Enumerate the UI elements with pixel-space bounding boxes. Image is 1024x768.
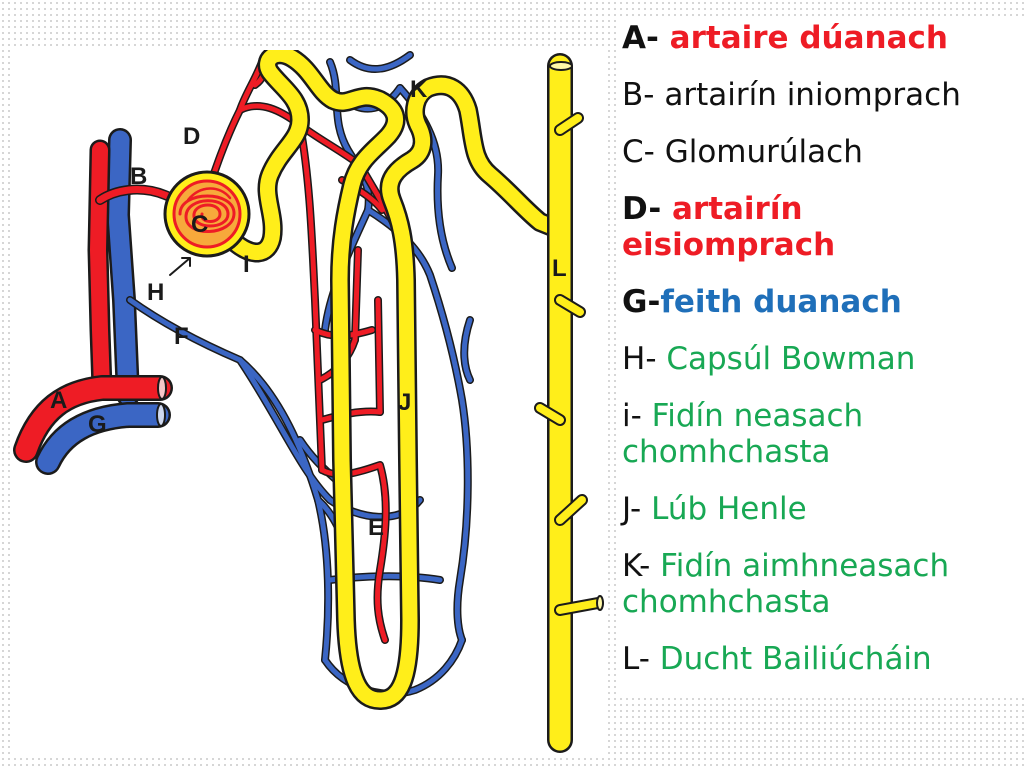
nephron-diagram-panel: A B C D E F G H I J K L xyxy=(10,50,608,755)
legend-letter: B xyxy=(622,77,644,113)
legend-text: Lúb Henle xyxy=(651,491,807,527)
renal-vein xyxy=(35,128,171,475)
label-i: I xyxy=(243,251,250,278)
glomerulus xyxy=(163,170,251,258)
legend-letter: i xyxy=(622,398,631,434)
legend-separator: - xyxy=(630,398,652,434)
legend-letter: K xyxy=(622,548,640,584)
legend-entry-a: A- artaire dúanach xyxy=(622,20,1022,56)
label-f: F xyxy=(174,323,189,350)
legend-entry-j: J- Lúb Henle xyxy=(622,491,1022,527)
collecting-duct xyxy=(534,53,604,753)
legend-entry-d: D- artairín eisiomprach xyxy=(622,191,1022,263)
bowman-capsule-arrow xyxy=(169,257,191,276)
legend-text: Glomurúlach xyxy=(664,134,863,170)
legend-letter: C xyxy=(622,134,644,170)
legend-entry-b: B- artairín iniomprach xyxy=(622,77,1022,113)
legend-entry-l: L- Ducht Bailiúcháin xyxy=(622,641,1022,677)
legend-separator: - xyxy=(630,491,652,527)
legend-separator: - xyxy=(646,20,670,56)
label-k: K xyxy=(410,76,428,103)
label-d: D xyxy=(183,123,200,150)
legend-letter: L xyxy=(622,641,639,677)
label-l: L xyxy=(552,255,567,282)
label-h: H xyxy=(147,279,164,306)
legend-separator: - xyxy=(639,548,661,584)
label-e: E xyxy=(368,514,384,541)
legend-separator: - xyxy=(638,641,660,677)
legend-letter: J xyxy=(622,491,631,527)
label-j: J xyxy=(398,389,411,416)
legend-letter: G xyxy=(622,284,648,320)
legend-separator: - xyxy=(647,284,661,320)
legend-text: feith duanach xyxy=(660,284,902,320)
legend-text: artaire dúanach xyxy=(669,20,948,56)
nephron-diagram: A B C D E F G H I J K L xyxy=(13,50,604,753)
legend-separator: - xyxy=(648,191,672,227)
legend-letter: H xyxy=(622,341,646,377)
legend-text: artairín iniomprach xyxy=(664,77,961,113)
legend-separator: - xyxy=(645,341,667,377)
legend-text: Fidín aimhneasach chomhchasta xyxy=(622,548,950,620)
legend-letter: A xyxy=(622,20,646,56)
legend-entry-g: G-feith duanach xyxy=(622,284,1022,320)
legend-text: Ducht Bailiúcháin xyxy=(659,641,932,677)
legend-text: Fidín neasach chomhchasta xyxy=(622,398,864,470)
legend-text: artairín eisiomprach xyxy=(622,191,836,263)
nephron-tubule xyxy=(222,50,565,710)
label-c: C xyxy=(191,211,208,238)
legend-separator: - xyxy=(643,77,665,113)
legend-separator: - xyxy=(643,134,665,170)
legend-letter: D xyxy=(622,191,649,227)
legend-entry-h: H- Capsúl Bowman xyxy=(622,341,1022,377)
legend-entry-c: C- Glomurúlach xyxy=(622,134,1022,170)
label-g: G xyxy=(88,411,107,438)
label-b: B xyxy=(130,163,147,190)
legend-entry-i: i- Fidín neasach chomhchasta xyxy=(622,398,1022,470)
label-a: A xyxy=(50,387,67,414)
legend-entry-k: K- Fidín aimhneasach chomhchasta xyxy=(622,548,1022,620)
legend-text: Capsúl Bowman xyxy=(666,341,916,377)
